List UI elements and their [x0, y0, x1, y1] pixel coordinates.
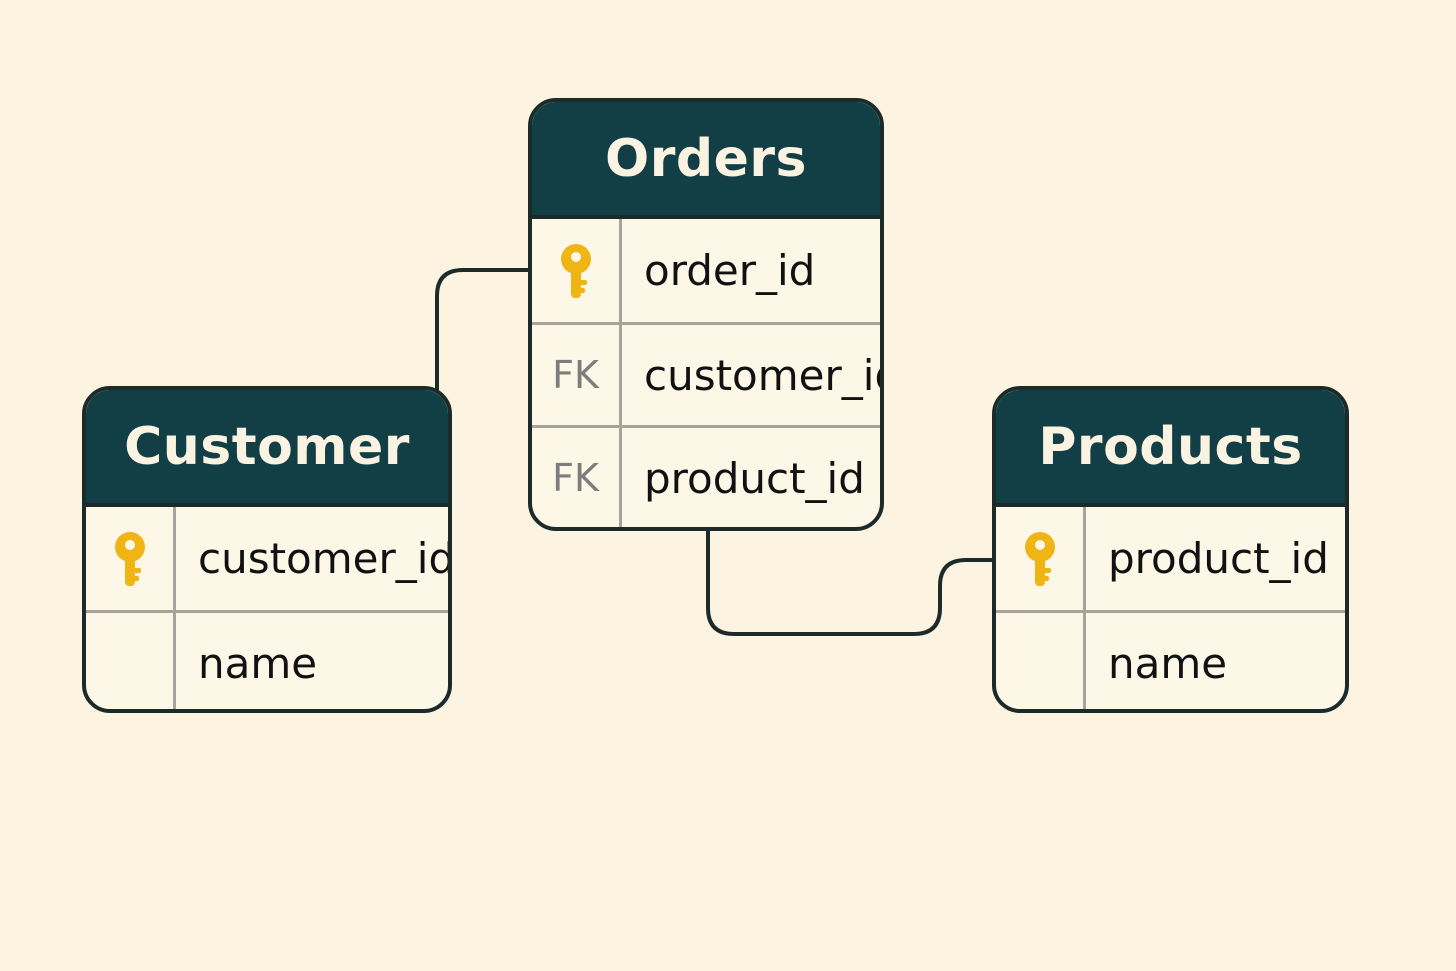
key-icon — [114, 531, 145, 586]
products-row-name[interactable]: name — [996, 610, 1345, 709]
customer-table-header: Customer — [86, 390, 448, 507]
key-icon — [560, 243, 591, 298]
field-name: name — [198, 638, 318, 688]
products-table-header: Products — [996, 390, 1345, 507]
products-row-product-id[interactable]: product_id — [996, 507, 1345, 610]
orders-products-connector — [706, 526, 997, 636]
empty-key-cell — [86, 613, 176, 709]
primary-key-cell — [532, 219, 622, 322]
customer-table[interactable]: Customer customer_id name — [82, 386, 452, 713]
foreign-key-cell: FK — [532, 325, 622, 425]
empty-key-cell — [996, 613, 1086, 709]
orders-table-header: Orders — [532, 102, 880, 219]
fk-label: FK — [552, 353, 599, 397]
primary-key-cell — [996, 507, 1086, 610]
orders-row-product-id[interactable]: FK product_id — [532, 425, 880, 527]
customer-row-name[interactable]: name — [86, 610, 448, 709]
field-name: order_id — [644, 246, 816, 295]
field-name: customer_id — [644, 350, 880, 400]
orders-row-order-id[interactable]: order_id — [532, 219, 880, 322]
field-name: customer_id — [198, 534, 448, 583]
customer-orders-connector — [435, 268, 533, 394]
foreign-key-cell: FK — [532, 428, 622, 527]
field-name: product_id — [644, 453, 865, 503]
customer-row-customer-id[interactable]: customer_id — [86, 507, 448, 610]
fk-label: FK — [552, 456, 599, 500]
orders-row-customer-id[interactable]: FK customer_id — [532, 322, 880, 425]
primary-key-cell — [86, 507, 176, 610]
key-icon — [1024, 531, 1055, 586]
orders-table[interactable]: Orders order_id FK customer_id FK produc… — [528, 98, 884, 531]
field-name: product_id — [1108, 534, 1329, 583]
products-table[interactable]: Products product_id name — [992, 386, 1349, 713]
field-name: name — [1108, 638, 1228, 688]
